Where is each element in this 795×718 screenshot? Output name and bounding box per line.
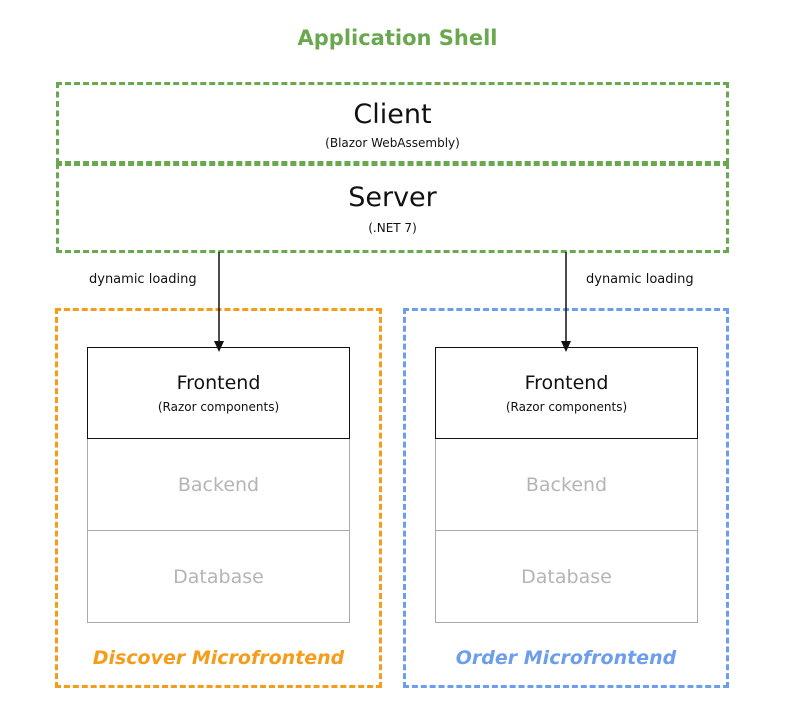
order-microfrontend-box: Frontend (Razor components) Backend Data…: [403, 308, 729, 688]
discover-database-label: Database: [173, 566, 264, 588]
application-shell-title: Application Shell: [297, 26, 498, 50]
order-backend-label: Backend: [525, 474, 608, 496]
server-sublabel: (.NET 7): [368, 221, 417, 235]
order-database-box: Database: [435, 531, 698, 623]
client-sublabel: (Blazor WebAssembly): [325, 136, 460, 150]
server-label: Server: [348, 182, 437, 213]
server-box: Server (.NET 7): [56, 163, 729, 253]
discover-database-box: Database: [87, 531, 350, 623]
discover-backend-label: Backend: [177, 474, 260, 496]
discover-frontend-label: Frontend: [176, 372, 261, 394]
discover-backend-box: Backend: [87, 439, 350, 531]
arrow-left: [214, 252, 224, 352]
discover-microfrontend-title: Discover Microfrontend: [92, 647, 345, 669]
order-microfrontend-title: Order Microfrontend: [455, 647, 677, 669]
order-frontend-sublabel: (Razor components): [505, 400, 628, 414]
client-label: Client: [353, 99, 432, 130]
discover-frontend-sublabel: (Razor components): [157, 400, 280, 414]
dynamic-loading-label-right: dynamic loading: [586, 272, 694, 287]
arrowhead-left-icon: [214, 341, 224, 352]
order-frontend-label: Frontend: [524, 372, 609, 394]
arrow-right: [561, 252, 571, 352]
order-database-label: Database: [521, 566, 612, 588]
dynamic-loading-label-left: dynamic loading: [89, 272, 197, 287]
order-backend-box: Backend: [435, 439, 698, 531]
client-box: Client (Blazor WebAssembly): [56, 82, 729, 164]
arrowhead-right-icon: [561, 341, 571, 352]
